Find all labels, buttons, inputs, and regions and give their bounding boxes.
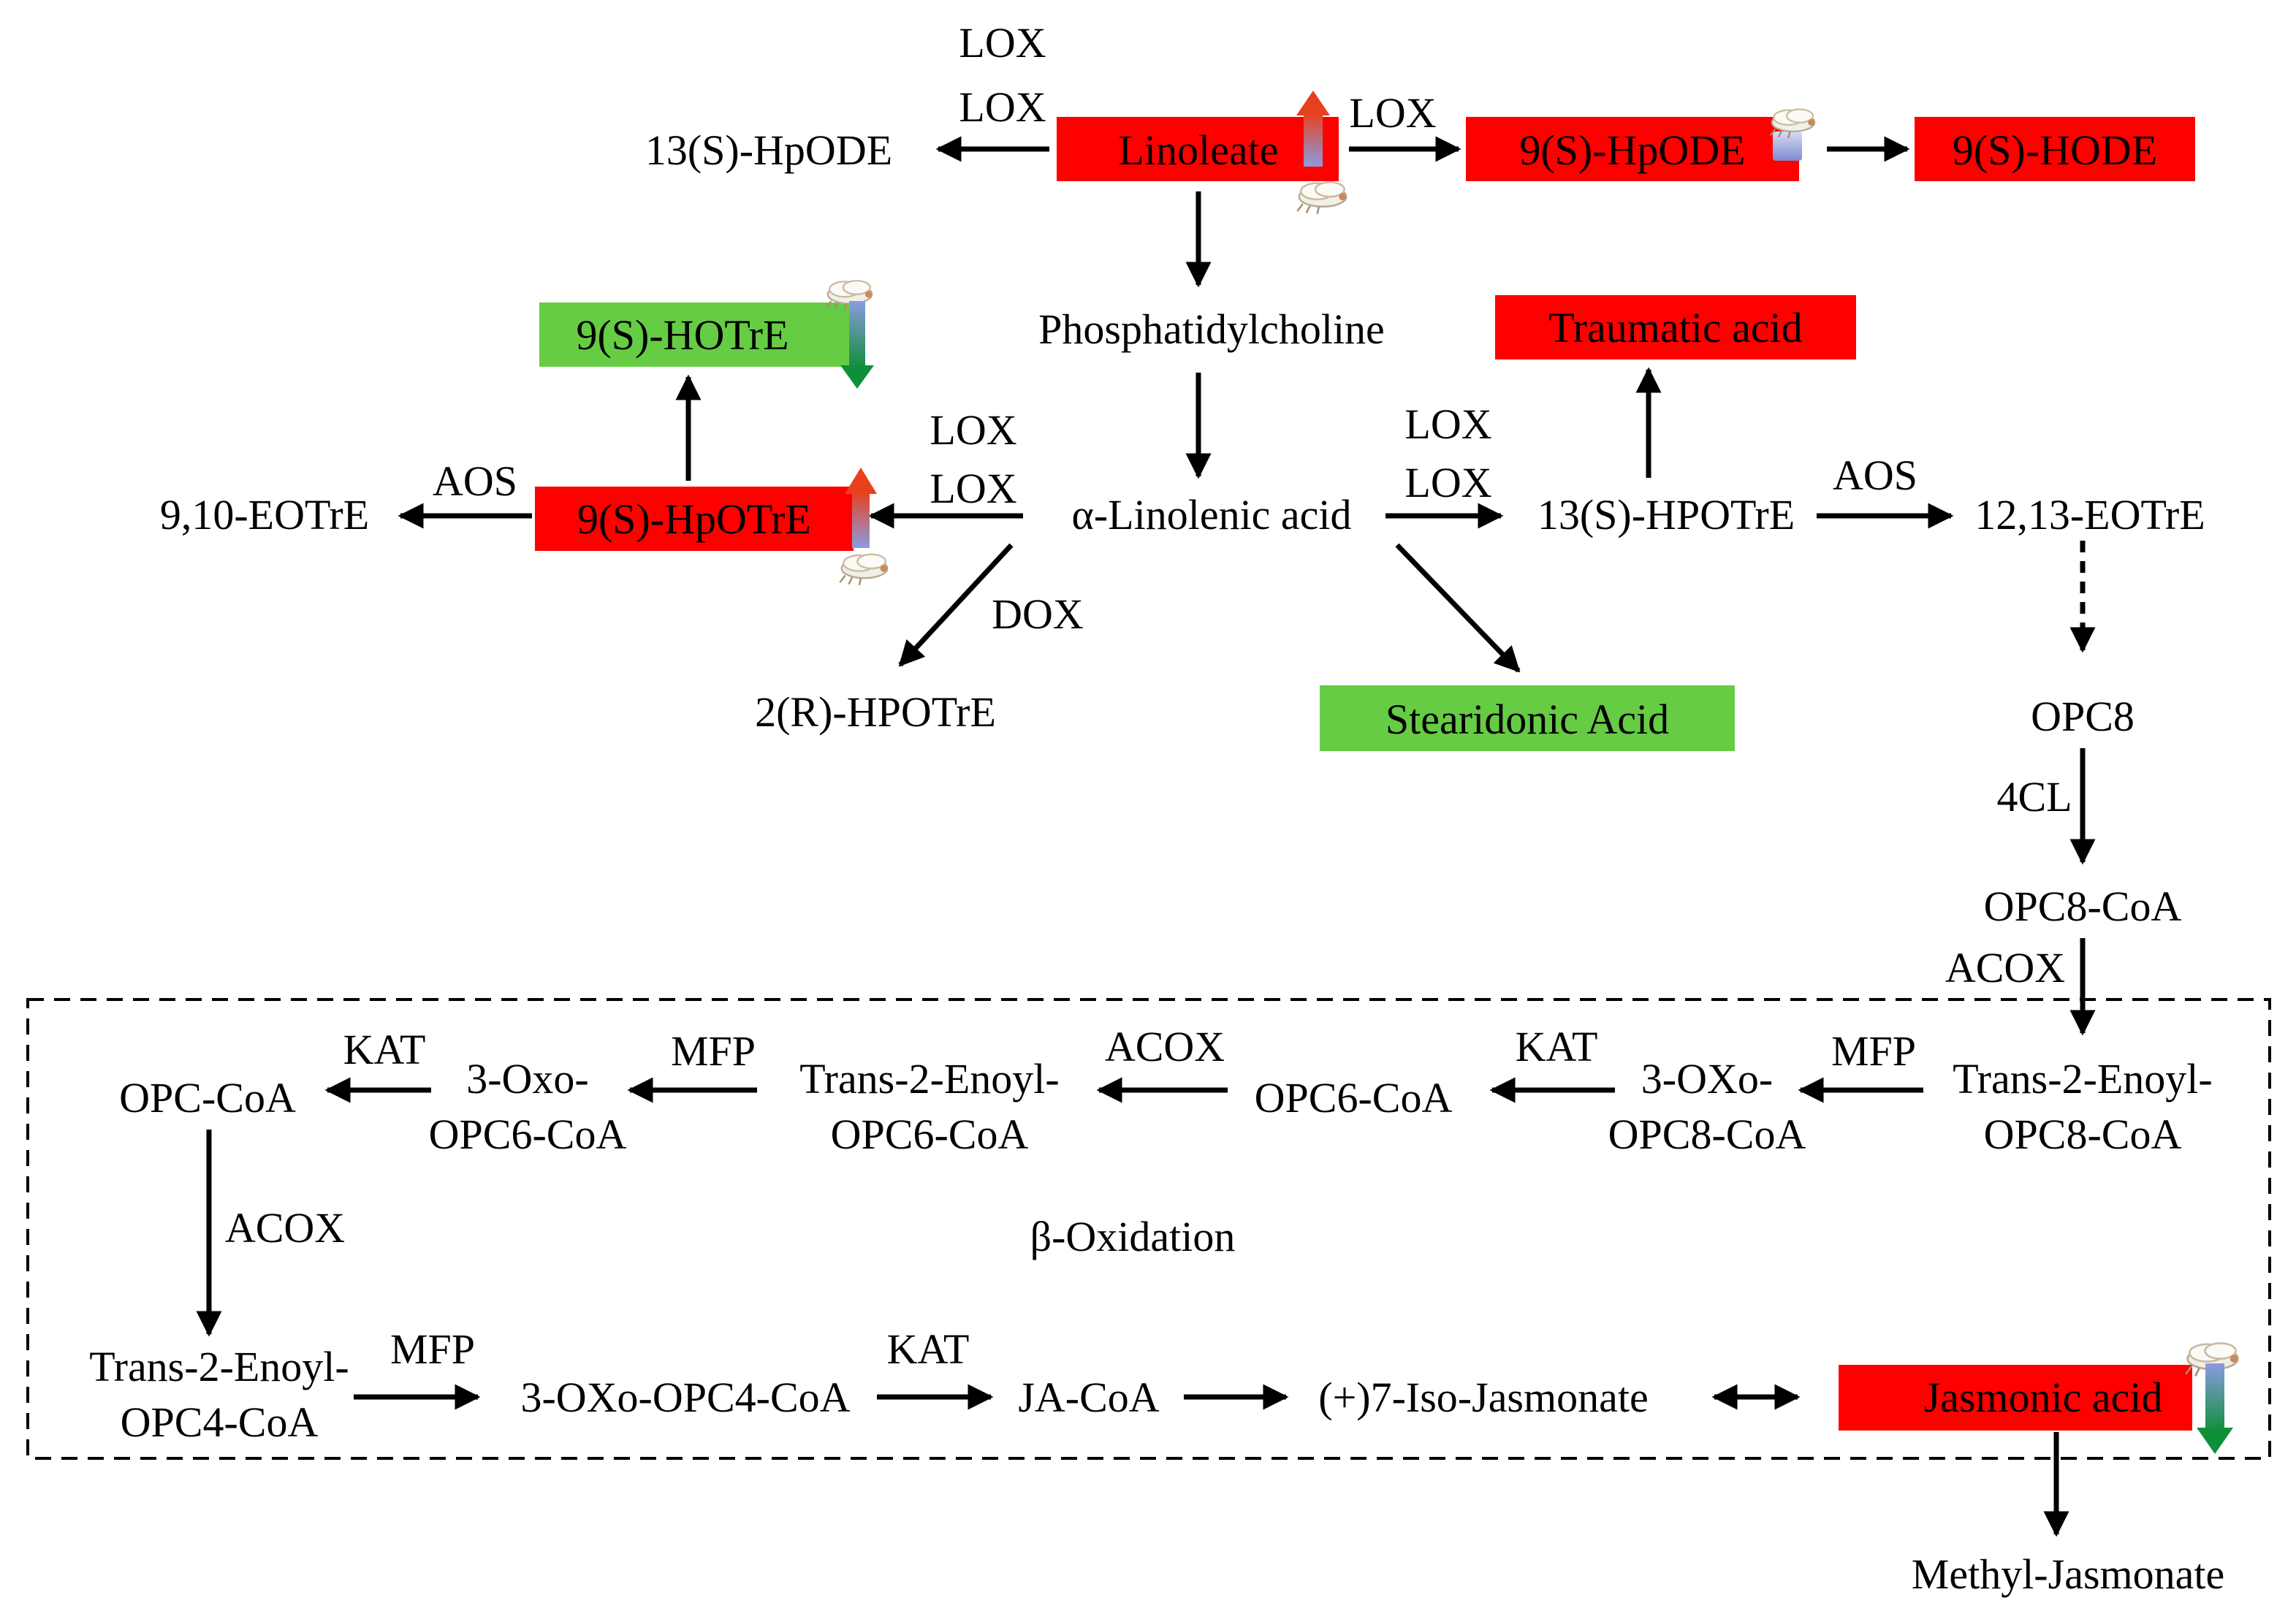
hotre9-label: 9(S)-HOTrE (576, 311, 788, 359)
linoleate-box[interactable] (1057, 117, 1339, 181)
enzyme-lox-green-3: LOX (1404, 459, 1491, 506)
linoleate-label: Linoleate (1118, 126, 1278, 174)
arrow-linolenic-to-hpotre2r (898, 543, 1014, 667)
opc8-label: OPC8 (2031, 693, 2135, 740)
oxo-opc6-coa-label-2: OPC6-CoA (429, 1111, 627, 1158)
up-regulation-arrow-icon (1296, 91, 1330, 167)
iso-jasmonate-label: (+)7-Iso-Jasmonate (1318, 1374, 1648, 1421)
opc6-coa-label: OPC6-CoA (1255, 1074, 1453, 1122)
hpode9-box[interactable] (1466, 117, 1799, 181)
enzyme-acox-3: ACOX (225, 1204, 345, 1252)
hpotre2r-label: 2(R)-HPOTrE (755, 688, 996, 736)
enzyme-lox-green-1: LOX (959, 83, 1046, 131)
jasmonic-acid-box[interactable] (1839, 1365, 2192, 1431)
enzyme-lox-green-2: LOX (930, 465, 1016, 512)
t2e-opc6-coa-label-1: Trans-2-Enoyl- (799, 1055, 1060, 1103)
hode9-label: 9(S)-HODE (1953, 126, 2157, 174)
hode9-box[interactable] (1915, 117, 2195, 181)
whitefly-icon (839, 553, 889, 586)
enzyme-mfp-1: MFP (1831, 1027, 1916, 1075)
traumatic-acid-label: Traumatic acid (1548, 304, 1802, 351)
beta-oxidation-region (26, 998, 2271, 1460)
stearidonic-acid-label: Stearidonic Acid (1385, 696, 1669, 743)
hotre9-box[interactable] (539, 302, 861, 367)
oxo-opc6-coa-label-1: 3-Oxo- (466, 1055, 589, 1103)
stearidonic-acid-box[interactable] (1320, 685, 1735, 751)
eotre1213-label: 12,13-EOTrE (1974, 491, 2205, 538)
enzyme-4cl: 4CL (1996, 773, 2072, 820)
oxo-opc8-coa-label-1: 3-OXo- (1641, 1055, 1773, 1103)
no-change-icon (1773, 132, 1802, 161)
opc8-coa-label: OPC8-CoA (1984, 883, 2182, 930)
enzyme-dox: DOX (992, 590, 1084, 638)
linolenic-label: α-Linolenic acid (1071, 491, 1351, 538)
hpotre9-box[interactable] (535, 487, 854, 551)
enzyme-lox-red-1: LOX (959, 19, 1046, 66)
enzyme-lox-red-4: LOX (1404, 400, 1491, 448)
down-regulation-arrow-icon (840, 301, 874, 389)
enzyme-kat-3: KAT (887, 1325, 970, 1373)
eotre910-label: 9,10-EOTrE (160, 491, 369, 538)
arrow-linolenic-to-stearidonic (1395, 543, 1521, 673)
jasmonic-acid-regulation (2184, 1342, 2239, 1454)
traumatic-acid-box[interactable] (1495, 295, 1856, 359)
enzyme-acox-2: ACOX (1105, 1023, 1225, 1070)
oxo-opc8-coa-label-2: OPC8-CoA (1608, 1111, 1806, 1158)
hpode13-label: 13(S)-HpODE (645, 126, 892, 174)
enzyme-aos-2: AOS (1833, 452, 1917, 499)
opc-coa-label: OPC-CoA (119, 1074, 296, 1122)
jasmonic-acid-label: Jasmonic acid (1924, 1374, 2163, 1421)
t2e-opc8-coa-label-2: OPC8-CoA (1984, 1111, 2182, 1158)
enzyme-acox-1: ACOX (1945, 944, 2065, 991)
up-regulation-arrow-icon (845, 468, 877, 548)
t2e-opc8-coa-label-1: Trans-2-Enoyl- (1953, 1055, 2213, 1103)
enzyme-aos-1: AOS (433, 457, 517, 505)
enzyme-kat-1: KAT (1516, 1023, 1598, 1070)
beta-oxidation-label: β-Oxidation (1030, 1213, 1236, 1260)
whitefly-icon (1296, 181, 1347, 215)
hpotre13-label: 13(S)-HPOTrE (1537, 491, 1795, 538)
linoleate-regulation (1296, 91, 1347, 215)
oxo-opc4-coa-label: 3-OXo-OPC4-CoA (520, 1374, 850, 1421)
enzyme-lox-red-3: LOX (930, 406, 1016, 454)
hotre9-regulation (825, 280, 874, 389)
enzyme-kat-2: KAT (343, 1026, 426, 1073)
enzyme-mfp-2: MFP (671, 1027, 756, 1075)
t2e-opc6-coa-label-2: OPC6-CoA (831, 1111, 1029, 1158)
hpode9-regulation (1769, 108, 1816, 161)
down-regulation-arrow-icon (2197, 1363, 2233, 1454)
t2e-opc4-coa-label-1: Trans-2-Enoyl- (89, 1343, 349, 1390)
enzyme-lox-red-2: LOX (1349, 89, 1436, 137)
ja-coa-label: JA-CoA (1018, 1374, 1159, 1421)
hpode9-label: 9(S)-HpODE (1519, 126, 1745, 174)
phosphatidylcholine-label: Phosphatidylcholine (1038, 305, 1385, 353)
reaction-arrows (196, 136, 2096, 1537)
methyl-jasmonate-label: Methyl-Jasmonate (1912, 1550, 2224, 1598)
hpotre9-label: 9(S)-HpOTrE (577, 495, 811, 543)
enzyme-mfp-3: MFP (390, 1325, 475, 1373)
t2e-opc4-coa-label-2: OPC4-CoA (121, 1398, 319, 1446)
hpotre9-regulation (839, 468, 889, 586)
